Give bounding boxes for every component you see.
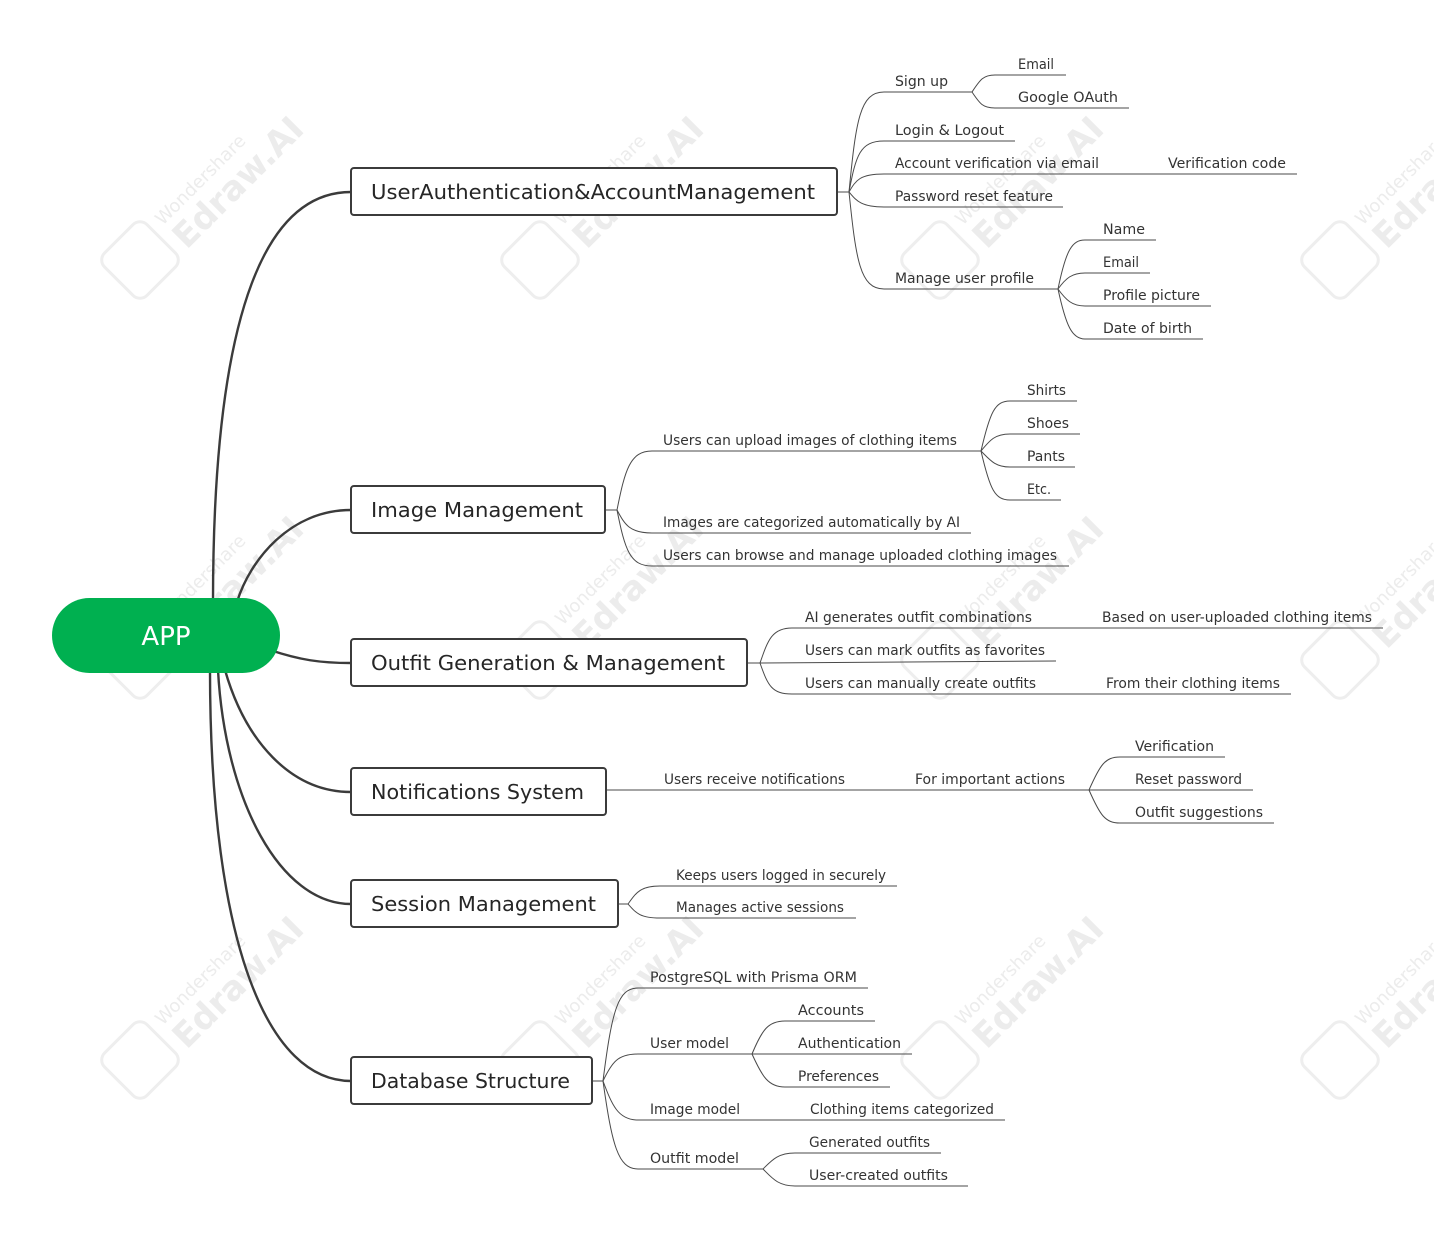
topic-image[interactable]: Image Management [350,485,606,534]
based-on-label[interactable]: Based on user-uploaded clothing items [1102,610,1372,626]
accounts-label[interactable]: Accounts [798,1003,864,1019]
important-actions-label[interactable]: For important actions [915,772,1065,788]
watermark: Wondershare Edraw.AI [1300,509,1434,700]
connector-image [235,508,352,603]
topic-database[interactable]: Database Structure [350,1056,593,1105]
profile-name-label[interactable]: Name [1103,222,1145,238]
leaf-labels: Sign up Email Google OAuth Login & Logou… [650,57,1372,1184]
account-verification-label[interactable]: Account verification via email [895,156,1099,172]
active-sessions-label[interactable]: Manages active sessions [676,900,844,916]
topic-label: Session Management [371,892,596,916]
ai-generates-label[interactable]: AI generates outfit combinations [805,610,1032,626]
topic-label: Outfit Generation & Management [371,651,725,675]
root-node[interactable]: APP [52,598,280,673]
outfit-suggestions-label[interactable]: Outfit suggestions [1135,805,1263,821]
topic-notifications[interactable]: Notifications System [350,767,607,816]
topic-session[interactable]: Session Management [350,879,619,928]
sign-up-label[interactable]: Sign up [895,74,948,90]
image-model-label[interactable]: Image model [650,1102,740,1118]
preferences-label[interactable]: Preferences [798,1069,879,1085]
connector-notifications [223,669,352,794]
shirts-label[interactable]: Shirts [1027,383,1066,399]
verification-code-label[interactable]: Verification code [1168,156,1286,172]
topic-outfit[interactable]: Outfit Generation & Management [350,638,748,687]
upload-images-label[interactable]: Users can upload images of clothing item… [663,433,957,449]
branch-connectors [592,74,1383,1187]
connector-auth [211,190,352,603]
from-items-label[interactable]: From their clothing items [1106,676,1280,692]
postgres-label[interactable]: PostgreSQL with Prisma ORM [650,970,857,986]
login-logout-label[interactable]: Login & Logout [895,123,1005,139]
connector-outfit [269,648,352,665]
shoes-label[interactable]: Shoes [1027,416,1069,432]
root-connectors [208,190,352,1083]
topic-label: Database Structure [371,1069,570,1093]
generated-outfits-label[interactable]: Generated outfits [809,1135,930,1151]
pants-label[interactable]: Pants [1027,449,1065,465]
topic-label: Image Management [371,498,583,522]
clothing-categorized-label[interactable]: Clothing items categorized [810,1102,994,1118]
watermark: Wondershare Edraw.AI [900,909,1112,1100]
password-reset-label[interactable]: Password reset feature [895,189,1053,205]
verification-label[interactable]: Verification [1135,739,1214,755]
reset-password-label[interactable]: Reset password [1135,772,1242,788]
topic-label: Notifications System [371,780,584,804]
manage-profile-label[interactable]: Manage user profile [895,271,1034,287]
root-shape [52,598,280,673]
authentication-label[interactable]: Authentication [798,1036,901,1052]
connector-database [208,669,352,1083]
profile-picture-label[interactable]: Profile picture [1103,288,1200,304]
watermark: Wondershare Edraw.AI [100,109,312,300]
profile-dob-label[interactable]: Date of birth [1103,321,1192,337]
watermark: Wondershare Edraw.AI [1300,109,1434,300]
categorized-label[interactable]: Images are categorized automatically by … [663,515,960,531]
logged-in-label[interactable]: Keeps users logged in securely [676,868,886,884]
receive-notifications-label[interactable]: Users receive notifications [664,772,845,788]
manual-outfits-label[interactable]: Users can manually create outfits [805,676,1036,692]
root-label: APP [141,622,190,652]
watermark: Wondershare Edraw.AI [100,909,312,1100]
user-created-outfits-label[interactable]: User-created outfits [809,1168,948,1184]
browse-images-label[interactable]: Users can browse and manage uploaded clo… [663,548,1057,564]
etc-label[interactable]: Etc. [1027,482,1051,498]
watermark-layer: Wondershare Edraw.AI Wondershare Edraw.A… [100,109,1434,1100]
google-oauth-label[interactable]: Google OAuth [1018,90,1118,106]
user-model-label[interactable]: User model [650,1036,729,1052]
favorites-label[interactable]: Users can mark outfits as favorites [805,643,1045,659]
watermark: Wondershare Edraw.AI [1300,909,1434,1100]
email-label[interactable]: Email [1018,57,1054,73]
profile-email-label[interactable]: Email [1103,255,1139,271]
outfit-model-label[interactable]: Outfit model [650,1151,739,1167]
topic-label: UserAuthentication&AccountManagement [371,180,815,204]
topic-auth[interactable]: UserAuthentication&AccountManagement [350,167,838,216]
connector-session [216,669,352,906]
